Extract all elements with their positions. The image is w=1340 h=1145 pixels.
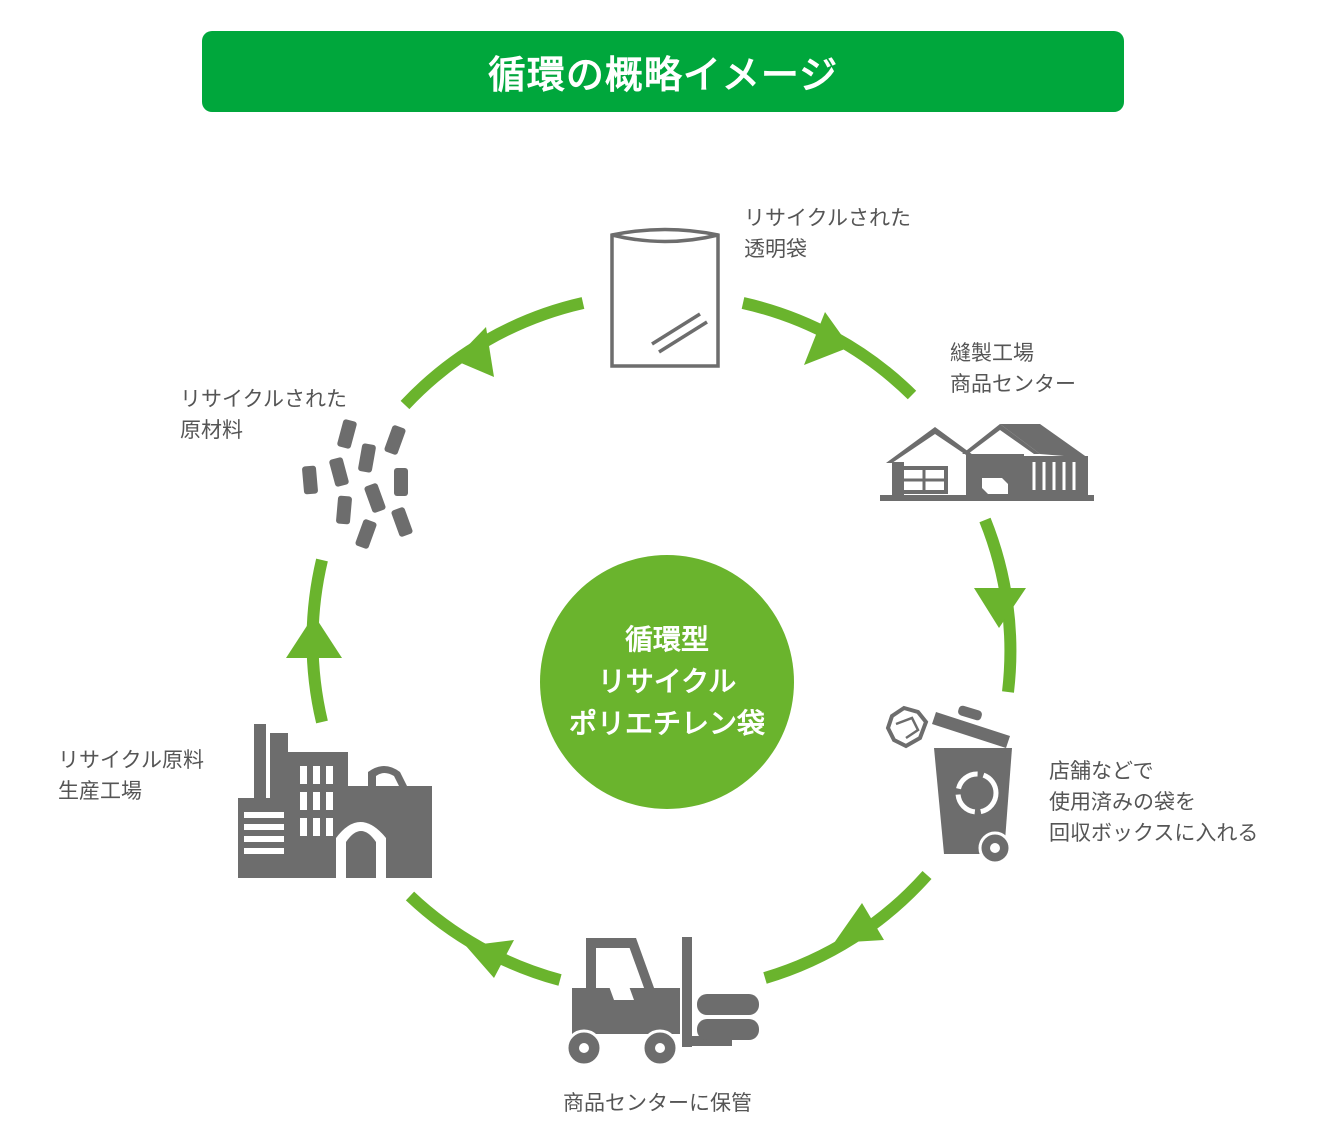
arrow-icon <box>834 903 884 943</box>
center-label: 循環型 リサイクル ポリエチレン袋 <box>540 555 794 809</box>
warehouse-icon <box>880 424 1094 501</box>
label-factory-center: 縫製工場 商品センター <box>950 341 1076 396</box>
label-storage: 商品センターに保管 <box>563 1091 752 1115</box>
crumpled-bag-icon <box>885 705 929 749</box>
center-line: 循環型 <box>624 623 709 656</box>
label-raw-material: リサイクルされた 原材料 <box>180 387 347 442</box>
header-banner: 循環の概略イメージ <box>202 31 1124 112</box>
arrow-icon <box>804 312 850 365</box>
center-line: ポリエチレン袋 <box>568 707 765 740</box>
cycle-arrows <box>286 312 1026 978</box>
center-circle <box>540 555 794 809</box>
forklift-icon <box>565 937 759 1067</box>
pellets-icon <box>302 419 413 549</box>
arrow-icon <box>286 615 342 658</box>
arc-pellets-to-bag <box>400 297 585 410</box>
arrow-icon <box>974 588 1026 628</box>
arrow-icon <box>466 940 514 978</box>
center-line: リサイクル <box>597 665 737 698</box>
arrow-icon <box>454 327 494 377</box>
label-raw-factory: リサイクル原料 生産工場 <box>58 748 204 803</box>
label-collection: 店舗などで 使用済みの袋を 回収ボックスに入れる <box>1049 759 1259 845</box>
label-recycled-bag: リサイクルされた 透明袋 <box>744 206 911 261</box>
recycle-bin-icon <box>885 705 1012 865</box>
bag-icon <box>610 227 720 368</box>
page-title: 循環の概略イメージ <box>487 53 839 97</box>
factory-icon <box>238 724 432 878</box>
